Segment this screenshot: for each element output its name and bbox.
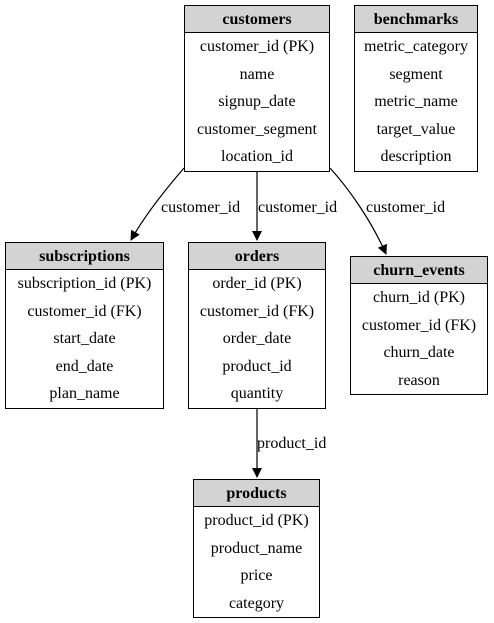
entity-field: subscription_id (PK) <box>17 275 152 292</box>
entity-field: end_date <box>55 357 114 375</box>
edge-label-customers-churn-events: customer_id <box>366 199 446 216</box>
entity-subscriptions: subscriptions subscription_id (PK) custo… <box>5 242 164 409</box>
entity-field-list: product_id (PK) product_name price categ… <box>194 507 319 617</box>
entity-field: name <box>239 65 275 83</box>
entity-field: customer_id (FK) <box>27 302 142 320</box>
entity-title: subscriptions <box>6 243 163 270</box>
entity-field: customer_segment <box>197 120 317 138</box>
entity-field: order_id (PK) <box>212 275 302 292</box>
entity-field: description <box>380 148 452 165</box>
entity-field: metric_name <box>374 93 458 110</box>
entity-field-list: order_id (PK) customer_id (FK) order_dat… <box>189 270 325 408</box>
entity-field-list: subscription_id (PK) customer_id (FK) st… <box>6 270 163 408</box>
entity-title: churn_events <box>351 257 487 284</box>
entity-field: churn_date <box>383 344 455 361</box>
entity-title: benchmarks <box>355 6 477 33</box>
entity-field: product_id <box>222 357 292 375</box>
entity-title: customers <box>185 6 329 33</box>
entity-field: order_date <box>222 330 292 347</box>
entity-field: reason <box>398 371 440 389</box>
entity-field: price <box>240 567 273 584</box>
entity-title: orders <box>189 243 325 270</box>
entity-field-list: metric_category segment metric_name targ… <box>355 33 477 171</box>
entity-field: category <box>228 594 285 612</box>
entity-title: products <box>194 480 319 507</box>
edge-label-customers-orders: customer_id <box>258 199 338 216</box>
entity-field-list: churn_id (PK) customer_id (FK) churn_dat… <box>351 284 487 394</box>
entity-field: product_name <box>210 539 303 557</box>
entity-field: customer_id (PK) <box>199 38 315 55</box>
entity-field: quantity <box>230 385 284 402</box>
entity-products: products product_id (PK) product_name pr… <box>193 479 320 618</box>
edge-label-customers-subscriptions: customer_id <box>161 199 241 216</box>
entity-field: location_id <box>221 148 293 165</box>
entity-field: signup_date <box>218 93 296 110</box>
entity-field: start_date <box>53 330 116 347</box>
entity-field: customer_id (FK) <box>361 316 477 334</box>
entity-field: segment <box>389 65 443 83</box>
entity-field: product_id (PK) <box>204 512 309 529</box>
entity-benchmarks: benchmarks metric_category segment metri… <box>354 5 478 172</box>
entity-orders: orders order_id (PK) customer_id (FK) or… <box>188 242 326 409</box>
edge-label-orders-products: product_id <box>257 435 327 452</box>
entity-field: plan_name <box>49 385 120 402</box>
entity-field: target_value <box>376 120 456 138</box>
entity-field-list: customer_id (PK) name signup_date custom… <box>185 33 329 171</box>
entity-customers: customers customer_id (PK) name signup_d… <box>184 5 330 172</box>
entity-churn-events: churn_events churn_id (PK) customer_id (… <box>350 256 488 395</box>
entity-field: churn_id (PK) <box>373 289 465 306</box>
entity-field: metric_category <box>364 38 468 55</box>
entity-field: customer_id (FK) <box>199 302 315 320</box>
